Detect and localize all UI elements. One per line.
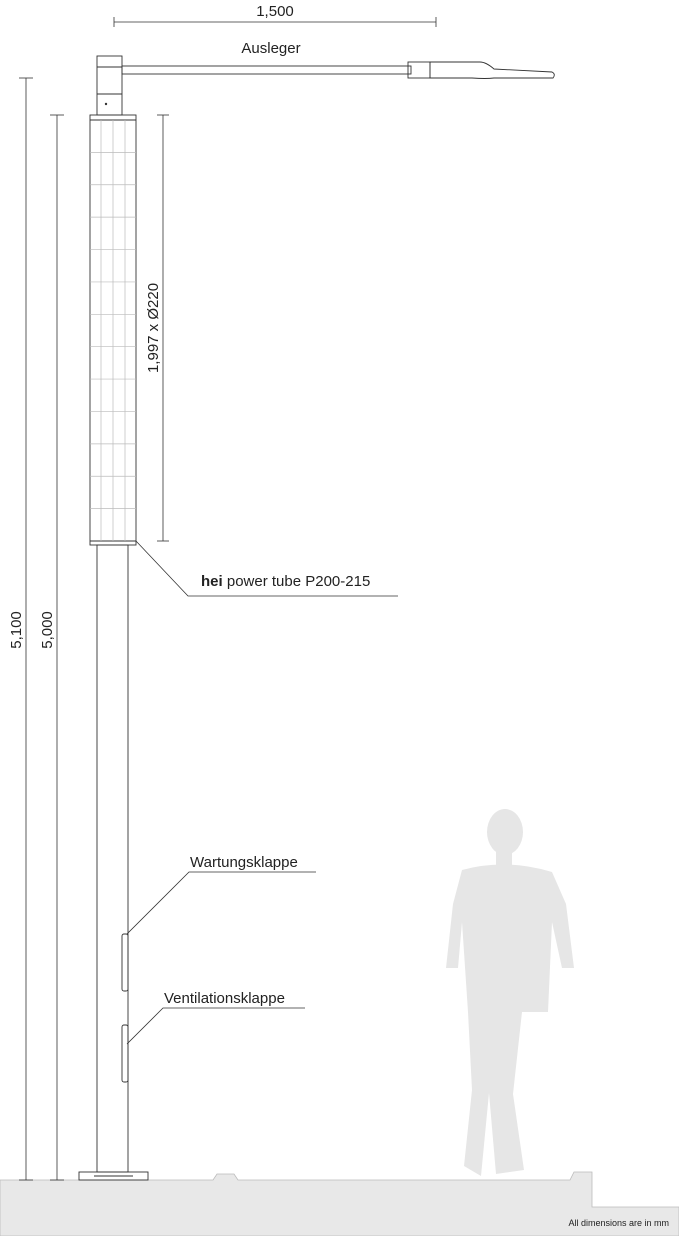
ventilation-hatch <box>121 1024 129 1083</box>
pole-height-dimension: 5,000 <box>39 114 64 1181</box>
units-note: All dimensions are in mm <box>568 1218 669 1228</box>
power-tube-leader: hei power tube P200-215 <box>135 540 398 597</box>
ventilation-hatch-leader: Ventilationsklappe <box>126 990 305 1045</box>
power-tube <box>89 114 137 546</box>
power-tube-label: hei power tube P200-215 <box>201 573 370 590</box>
mast-top <box>96 55 123 116</box>
maintenance-hatch-leader: Wartungsklappe <box>126 854 316 935</box>
human-silhouette <box>446 809 574 1176</box>
total-height-label: 5,100 <box>8 611 25 649</box>
pole-height-label: 5,000 <box>39 611 56 649</box>
tube-dimension: 1,997 x Ø220 <box>145 114 169 542</box>
tube-size-label: 1,997 x Ø220 <box>145 283 162 373</box>
maintenance-hatch <box>121 933 129 992</box>
arm-dimension: 1,500 <box>113 3 437 27</box>
luminaire-head <box>429 61 555 79</box>
ventilation-hatch-label: Ventilationsklappe <box>164 990 285 1007</box>
total-height-dimension: 5,100 <box>8 77 33 1181</box>
arm <box>121 61 431 79</box>
base-plate <box>78 1171 149 1181</box>
maintenance-hatch-label: Wartungsklappe <box>190 854 298 871</box>
ground <box>0 1171 679 1236</box>
arm-label: Ausleger <box>241 40 300 57</box>
arm-length-label: 1,500 <box>256 3 294 20</box>
solar-cell-grid <box>90 120 136 541</box>
pole-shaft <box>96 544 129 1173</box>
